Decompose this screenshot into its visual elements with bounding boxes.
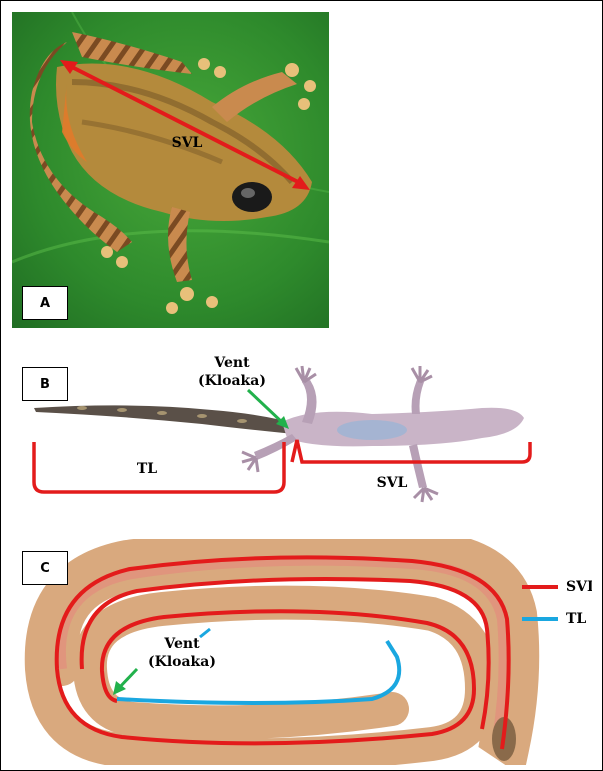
tl-bracket-b xyxy=(32,442,286,494)
frog-front-leg-right xyxy=(212,72,297,122)
legend-svl-label: SVL xyxy=(566,579,592,595)
vent-label-b-line2: (Kloaka) xyxy=(198,373,266,389)
frog-illustration xyxy=(12,12,329,328)
svl-line-c-inner xyxy=(79,576,491,730)
vent-pointer-c xyxy=(199,627,211,639)
svl-measure-line-a xyxy=(65,62,303,186)
tl-label-b: TL xyxy=(136,461,158,477)
tl-line-c xyxy=(116,639,402,705)
vent-label-c-line1: Vent xyxy=(164,636,200,652)
svl-arrowhead-end xyxy=(292,176,310,190)
svl-bracket-b xyxy=(290,439,532,464)
gecko-leg-hind-bottom xyxy=(254,434,297,460)
gecko-illustration xyxy=(32,365,532,503)
frog-hind-leg-top xyxy=(72,32,192,74)
panel-a-frog-photo: SVL A xyxy=(12,12,329,328)
vent-arrow-b xyxy=(246,388,286,426)
gecko-leg-hind-top xyxy=(302,380,317,424)
legend-tl: TL xyxy=(522,611,586,627)
panel-b-tag: B xyxy=(22,367,68,401)
frog-hind-leg-left xyxy=(29,42,132,252)
svl-label-b: SVL xyxy=(376,475,408,491)
frog-front-leg-bottom xyxy=(168,207,192,282)
panel-c-snake-photo: Vent (Kloaka) SVL TL C xyxy=(12,539,592,765)
snake-illustration xyxy=(24,539,540,765)
legend-tl-swatch xyxy=(522,617,558,621)
panel-b-gecko-photo: Vent (Kloaka) TL SVL B xyxy=(12,342,592,524)
legend-svl-swatch xyxy=(522,585,558,589)
vent-label-b: Vent (Kloaka) xyxy=(192,354,272,390)
legend-tl-label: TL xyxy=(566,611,587,627)
svl-line-c xyxy=(54,555,511,750)
panel-c-tag: C xyxy=(22,551,68,585)
gecko-tail xyxy=(34,405,297,434)
gecko-leg-front-bottom xyxy=(409,444,427,488)
svl-arrowhead-start xyxy=(60,60,78,74)
gecko-leg-front-top xyxy=(411,380,424,414)
vent-label-c-line2: (Kloaka) xyxy=(148,654,216,670)
svl-label-a: SVL xyxy=(171,135,203,151)
vent-label-b-line1: Vent xyxy=(214,355,250,371)
panel-a-tag: A xyxy=(22,286,68,320)
frog-body xyxy=(56,63,312,222)
vent-label-c: Vent (Kloaka) xyxy=(142,635,222,671)
legend-svl: SVL xyxy=(522,579,592,595)
